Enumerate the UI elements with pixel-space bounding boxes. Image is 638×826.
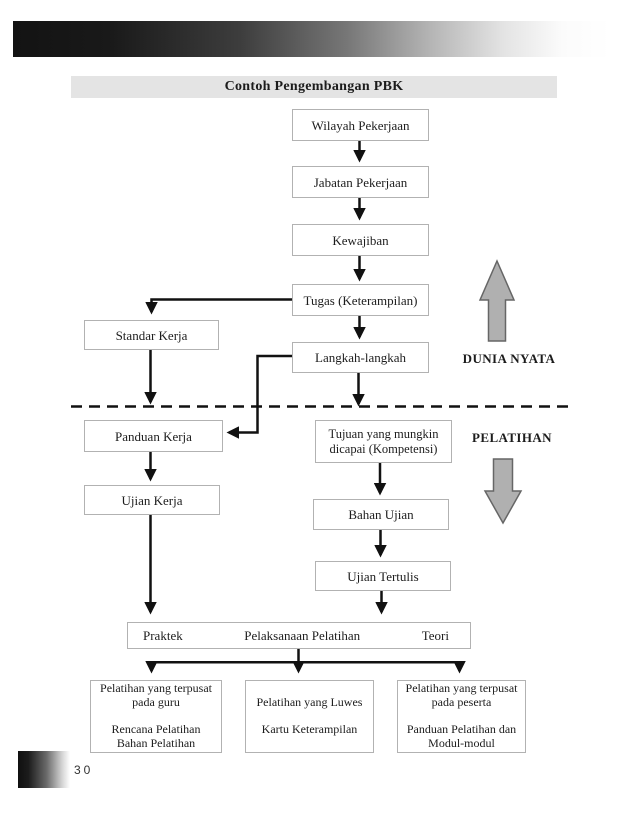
node-jabatan-pekerjaan: Jabatan Pekerjaan bbox=[292, 166, 429, 198]
label-dunia-nyata: DUNIA NYATA bbox=[462, 351, 556, 366]
page-title: Contoh Pengembangan PBK bbox=[224, 79, 404, 94]
node-tugas-keterampilan: Tugas (Keterampilan) bbox=[292, 284, 429, 316]
box-pelatihan-terpusat-guru: Pelatihan yang terpusat pada guru Rencan… bbox=[90, 680, 222, 753]
label-pelaksanaan-pelatihan: Pelaksanaan Pelatihan bbox=[244, 627, 361, 643]
node-langkah-langkah: Langkah-langkah bbox=[292, 342, 429, 373]
label-praktek: Praktek bbox=[143, 627, 183, 643]
footer-gradient-bar bbox=[18, 751, 70, 788]
page-number: 30 bbox=[74, 763, 94, 777]
node-ujian-tertulis: Ujian Tertulis bbox=[315, 561, 451, 591]
block-arrow-up-icon bbox=[478, 259, 516, 342]
arrow-tugas-to-standar-kerja bbox=[145, 298, 293, 315]
node-kewajiban: Kewajiban bbox=[292, 224, 429, 256]
node-standar-kerja: Standar Kerja bbox=[84, 320, 219, 350]
node-wilayah-pekerjaan: Wilayah Pekerjaan bbox=[292, 109, 429, 141]
box-pelatihan-terpusat-peserta: Pelatihan yang terpusat pada peserta Pan… bbox=[397, 680, 526, 753]
top-gradient-bar bbox=[13, 21, 610, 57]
node-panduan-kerja: Panduan Kerja bbox=[84, 420, 223, 452]
pelaksanaan-pelatihan-bar: Praktek Pelaksanaan Pelatihan Teori bbox=[127, 622, 471, 649]
box-pelatihan-luwes: Pelatihan yang Luwes Kartu Keterampilan bbox=[245, 680, 374, 753]
node-ujian-kerja: Ujian Kerja bbox=[84, 485, 220, 515]
label-teori: Teori bbox=[421, 627, 449, 643]
title-banner: Contoh Pengembangan PBK bbox=[71, 76, 557, 98]
node-tujuan-kompetensi: Tujuan yang mungkin dicapai (Kompetensi) bbox=[315, 420, 452, 463]
node-bahan-ujian: Bahan Ujian bbox=[313, 499, 449, 530]
label-pelatihan: PELATIHAN bbox=[472, 430, 552, 445]
block-arrow-down-icon bbox=[483, 458, 523, 525]
arrow-langkah-to-panduan bbox=[226, 354, 293, 439]
